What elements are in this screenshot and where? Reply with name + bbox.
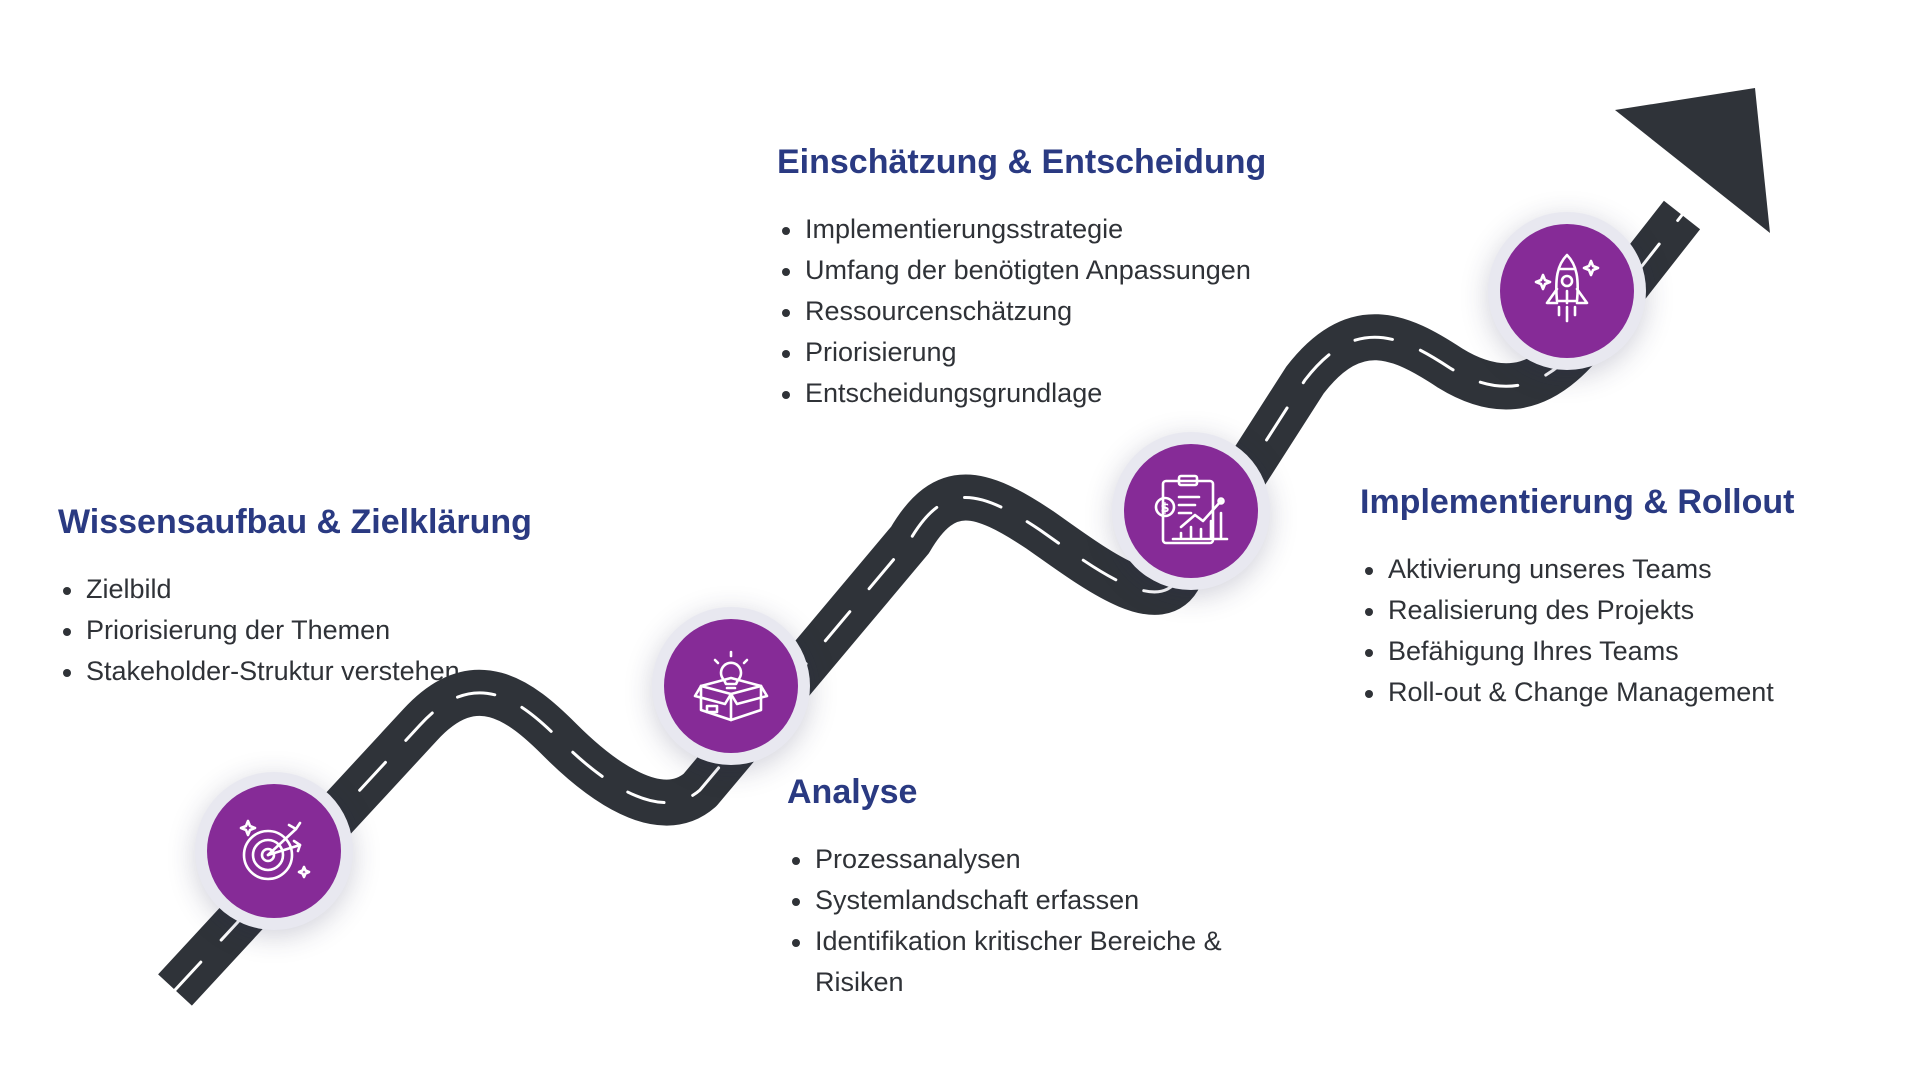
list-item: Implementierungsstrategie xyxy=(777,209,1266,250)
milestone-4-badge xyxy=(1500,224,1634,358)
list-item: Prozessanalysen xyxy=(787,839,1307,880)
stage-1: Wissensaufbau & Zielklärung Zielbild Pri… xyxy=(58,502,532,692)
list-item: Befähigung Ihres Teams xyxy=(1360,631,1794,672)
report-chart-icon: $ xyxy=(1154,474,1229,545)
stage-3-title: Einschätzung & Entscheidung xyxy=(777,143,1267,181)
milestone-4 xyxy=(1488,212,1646,370)
stage-4-title: Implementierung & Rollout xyxy=(1360,483,1795,521)
milestone-2-badge xyxy=(664,619,798,753)
idea-box-icon xyxy=(693,650,769,722)
list-item: Zielbild xyxy=(58,569,532,610)
list-item: Ressourcenschätzung xyxy=(777,291,1266,332)
stage-2: Analyse Prozessanalysen Systemlandschaft… xyxy=(787,772,1307,1003)
arrow-head xyxy=(1615,88,1770,233)
milestone-3: $ xyxy=(1112,432,1270,590)
stage-2-list: Prozessanalysen Systemlandschaft erfasse… xyxy=(787,839,1307,1003)
road-center-line xyxy=(173,213,1684,992)
stage-1-list: Zielbild Priorisierung der Themen Stakeh… xyxy=(58,569,532,692)
stage-3-list: Implementierungsstrategie Umfang der ben… xyxy=(777,209,1266,414)
stage-3: Einschätzung & Entscheidung Implementier… xyxy=(777,142,1266,414)
milestone-3-badge: $ xyxy=(1124,444,1258,578)
milestone-1 xyxy=(195,772,353,930)
rocket-icon xyxy=(1534,253,1600,323)
milestone-1-badge xyxy=(207,784,341,918)
stage-1-title: Wissensaufbau & Zielklärung xyxy=(58,503,532,541)
list-item: Systemlandschaft erfassen xyxy=(787,880,1307,921)
list-item: Umfang der benötigten Anpassungen xyxy=(777,250,1266,291)
list-item: Stakeholder-Struktur verstehen xyxy=(58,651,532,692)
list-item: Aktivierung unseres Teams xyxy=(1360,549,1794,590)
list-item: Identifikation kritischer Bereiche & Ris… xyxy=(787,921,1307,1003)
list-item: Priorisierung xyxy=(777,332,1266,373)
list-item: Priorisierung der Themen xyxy=(58,610,532,651)
milestone-2 xyxy=(652,607,810,765)
list-item: Realisierung des Projekts xyxy=(1360,590,1794,631)
list-item: Entscheidungsgrundlage xyxy=(777,373,1266,414)
svg-text:$: $ xyxy=(1160,501,1169,516)
stage-4-list: Aktivierung unseres Teams Realisierung d… xyxy=(1360,549,1794,713)
list-item: Roll-out & Change Management xyxy=(1360,672,1794,713)
target-icon xyxy=(239,819,311,881)
stage-2-title: Analyse xyxy=(787,773,918,811)
stage-4: Implementierung & Rollout Aktivierung un… xyxy=(1360,482,1794,713)
